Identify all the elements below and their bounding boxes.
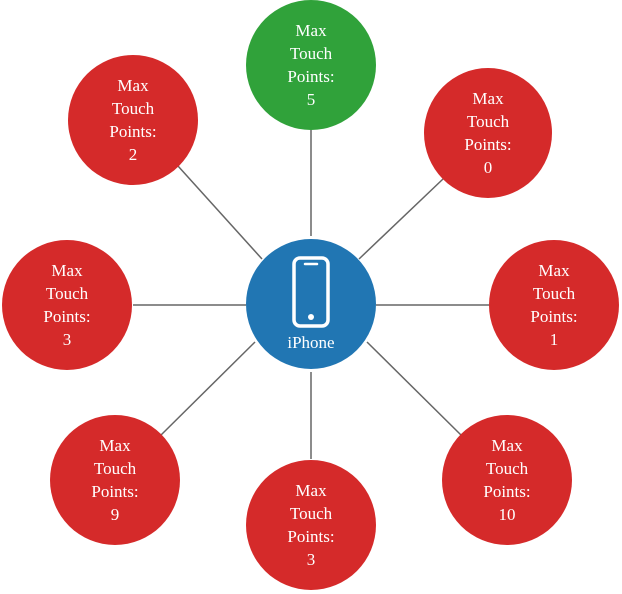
center-node-iphone[interactable]: iPhone xyxy=(246,239,376,369)
node-value: 3 xyxy=(62,330,72,349)
node-line: Touch xyxy=(466,112,510,131)
node-line: Max xyxy=(117,76,149,95)
node-line: Touch xyxy=(289,504,333,523)
node-lower-right[interactable]: Max Touch Points: 10 xyxy=(442,415,572,545)
node-line: Touch xyxy=(485,459,529,478)
node-left[interactable]: Max Touch Points: 3 xyxy=(2,240,132,370)
connector-upper-left xyxy=(177,165,263,260)
node-line: Max xyxy=(295,481,327,500)
node-line: Touch xyxy=(45,284,89,303)
node-value: 0 xyxy=(483,158,493,177)
node-upper-left[interactable]: Max Touch Points: 2 xyxy=(68,55,198,185)
node-line: Points: xyxy=(483,482,531,501)
node-line: Max xyxy=(51,261,83,280)
node-value: 10 xyxy=(498,505,516,524)
node-line: Points: xyxy=(530,307,578,326)
node-line: Max xyxy=(472,89,504,108)
node-value: 5 xyxy=(306,90,316,109)
node-line: Points: xyxy=(464,135,512,154)
node-line: Touch xyxy=(93,459,137,478)
node-right[interactable]: Max Touch Points: 1 xyxy=(489,240,619,370)
node-value: 2 xyxy=(128,145,138,164)
node-top[interactable]: Max Touch Points: 5 xyxy=(246,0,376,130)
node-lower-left[interactable]: Max Touch Points: 9 xyxy=(50,415,180,545)
node-line: Touch xyxy=(111,99,155,118)
node-line: Points: xyxy=(91,482,139,501)
node-value: 1 xyxy=(549,330,559,349)
smartphone-icon xyxy=(292,256,330,328)
node-line: Points: xyxy=(43,307,91,326)
connector-upper-right xyxy=(358,178,444,260)
node-line: Points: xyxy=(287,67,335,86)
connector-lower-right xyxy=(366,341,463,437)
node-value: 9 xyxy=(110,505,120,524)
node-bottom[interactable]: Max Touch Points: 3 xyxy=(246,460,376,590)
node-line: Points: xyxy=(109,122,157,141)
node-line: Max xyxy=(491,436,523,455)
node-line: Max xyxy=(99,436,131,455)
node-line: Max xyxy=(538,261,570,280)
node-line: Touch xyxy=(289,44,333,63)
node-upper-right[interactable]: Max Touch Points: 0 xyxy=(424,68,552,198)
node-line: Touch xyxy=(532,284,576,303)
center-label: iPhone xyxy=(287,333,335,352)
connector-lower-left xyxy=(159,341,256,437)
node-line: Max xyxy=(295,21,327,40)
node-line: Points: xyxy=(287,527,335,546)
node-value: 3 xyxy=(306,550,316,569)
